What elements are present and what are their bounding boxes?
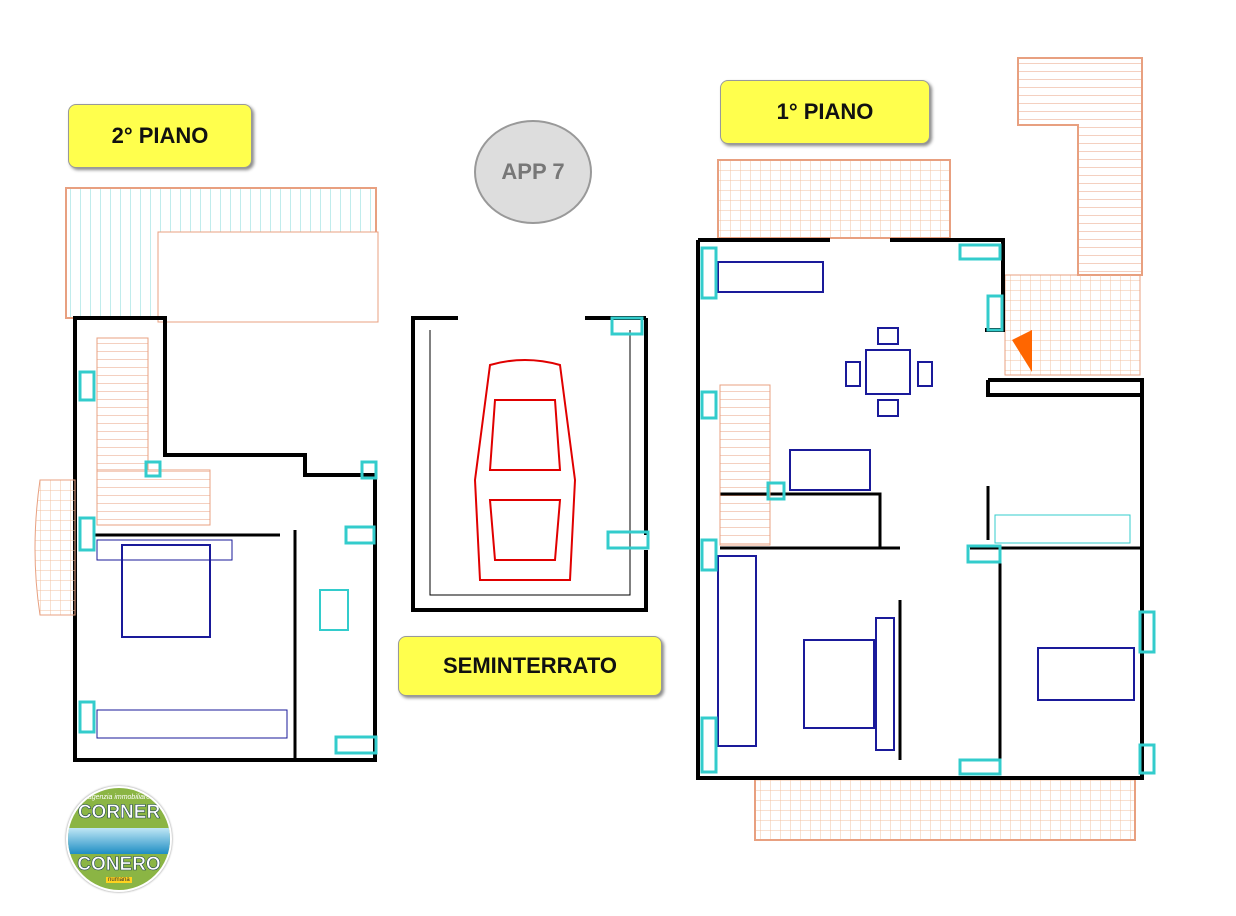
floor1-plan xyxy=(696,57,1156,841)
agency-logo: agenzia immobiliare CORNER CONERO numana xyxy=(66,786,172,892)
entrance-marker-icon xyxy=(1012,330,1032,372)
floor2-plan xyxy=(34,187,379,762)
logo-line1: CORNER xyxy=(77,802,161,824)
floor2-label: 2° PIANO xyxy=(68,104,252,168)
logo-tagline: agenzia immobiliare xyxy=(87,794,151,801)
apartment-badge: APP 7 xyxy=(474,120,592,224)
logo-line2: CONERO xyxy=(77,854,161,876)
floor1-label: 1° PIANO xyxy=(720,80,930,144)
basement-label: SEMINTERRATO xyxy=(398,636,662,696)
basement-plan xyxy=(411,316,650,612)
car-icon xyxy=(473,359,577,581)
dining-table-icon xyxy=(845,327,933,417)
logo-sea-image xyxy=(68,828,170,854)
logo-small: numana xyxy=(106,877,132,883)
